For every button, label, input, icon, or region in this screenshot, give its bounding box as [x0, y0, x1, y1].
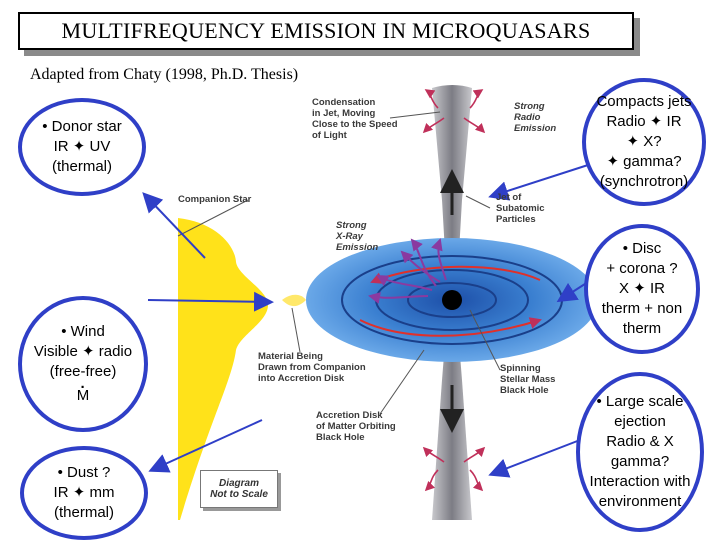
disc-corona-bubble: • Disc + corona ? X ✦ IR therm + non the…: [584, 224, 700, 354]
xray-emission-arrows: [368, 238, 447, 304]
jet-label: Jet of Subatomic Particles: [496, 192, 545, 225]
condensation-label: Condensation in Jet, Moving Close to the…: [312, 97, 398, 141]
accretion-disk-label: Accretion Disk of Matter Orbiting Black …: [316, 410, 396, 443]
title-box: MULTIFREQUENCY EMISSION IN MICROQUASARS: [18, 12, 634, 50]
mass-loss-rate: · M: [76, 379, 90, 404]
large-scale-ejection-bubble: • Large scale ejection Radio & X gamma? …: [576, 372, 704, 532]
material-label: Material Being Drawn from Companion into…: [258, 351, 366, 384]
not-to-scale-note: Diagram Not to Scale: [200, 470, 278, 508]
companion-star-label: Companion Star: [178, 194, 252, 205]
wind-bubble: • Wind Visible ✦ radio (free-free) · M: [18, 296, 148, 432]
page-title: MULTIFREQUENCY EMISSION IN MICROQUASARS: [61, 18, 591, 43]
dust-bubble: • Dust ? IR ✦ mm (thermal): [20, 446, 148, 540]
donor-star-bubble: • Donor star IR ✦ UV (thermal): [18, 98, 146, 196]
radio-emission-arrows: [422, 89, 486, 492]
black-hole: [442, 290, 462, 310]
subtitle: Adapted from Chaty (1998, Ph.D. Thesis): [30, 66, 299, 83]
compact-jets-bubble: Compacts jets Radio ✦ IR ✦ X? ✦ gamma? (…: [582, 78, 706, 206]
strong-xray-label: Strong X-Ray Emission: [336, 220, 379, 253]
black-hole-label: Spinning Stellar Mass Black Hole: [500, 363, 556, 396]
mass-stream: [282, 294, 306, 307]
companion-star: [178, 218, 268, 520]
strong-radio-label: Strong Radio Emission: [514, 101, 557, 134]
pointer-arrows: [142, 164, 589, 478]
